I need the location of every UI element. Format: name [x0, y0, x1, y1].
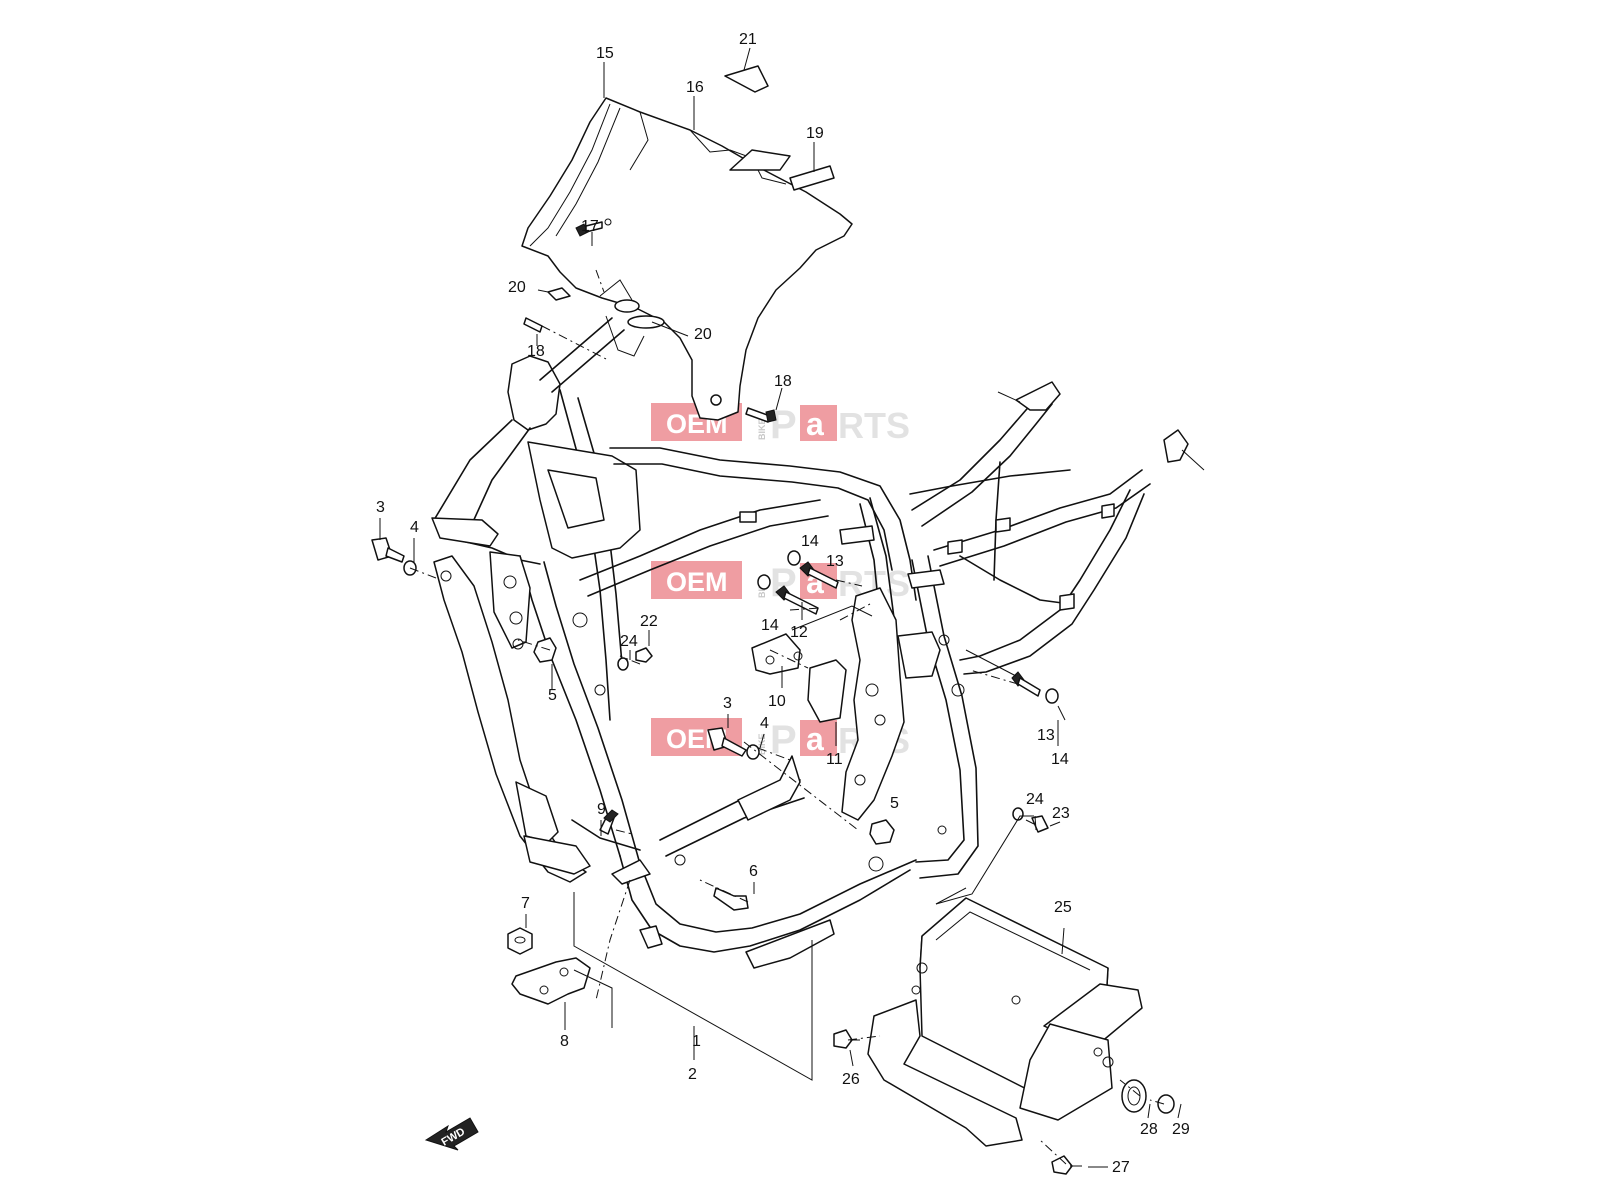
collar-29-part	[1157, 1094, 1175, 1114]
main-frame-part	[431, 317, 1205, 969]
callout-14: 14	[801, 533, 819, 550]
callout-27: 27	[1112, 1159, 1130, 1176]
screw-18-part	[523, 317, 777, 423]
callout-13-b: 13	[1037, 727, 1055, 744]
callout-25: 25	[1054, 899, 1072, 916]
nut-7-part	[507, 927, 533, 955]
callout-8: 8	[560, 1033, 569, 1050]
leader-lines	[379, 47, 1182, 1168]
callout-24: 24	[620, 633, 638, 650]
callout-26: 26	[842, 1071, 860, 1088]
callout-23: 23	[1052, 805, 1070, 822]
callout-3-b: 3	[723, 695, 732, 712]
strip-19-part	[789, 165, 835, 191]
callout-labels: 1 2 3 3 4 4 5 5 6 7 8 9 10 11 12 13 13 1…	[376, 31, 1190, 1176]
bolt-13-part	[799, 561, 1041, 697]
svg-text:BIKE: BIKE	[757, 418, 767, 440]
callout-11: 11	[826, 751, 843, 768]
svg-text:a: a	[806, 721, 824, 757]
svg-text:RTS: RTS	[838, 405, 910, 446]
callout-16: 16	[686, 79, 704, 96]
callout-3: 3	[376, 499, 385, 516]
callout-5: 5	[548, 687, 557, 704]
callout-20-b: 20	[694, 326, 712, 343]
bolt-6-part	[713, 887, 749, 911]
callout-10: 10	[768, 693, 786, 710]
callout-5-b: 5	[890, 795, 899, 812]
bolt-23-part	[1025, 815, 1049, 833]
cushion-20-part	[547, 287, 571, 301]
callout-13: 13	[826, 553, 844, 570]
callout-22: 22	[640, 613, 658, 630]
callout-15: 15	[596, 45, 614, 62]
washer-4-part	[403, 560, 760, 760]
callout-4: 4	[410, 519, 419, 536]
screw-17-part	[575, 218, 612, 237]
assembly-lines	[409, 269, 1165, 1165]
callout-29: 29	[1172, 1121, 1190, 1138]
callout-20: 20	[508, 279, 526, 296]
washer-24-part	[617, 657, 1024, 821]
bolt-3-part	[371, 537, 405, 563]
frame-cover-part	[521, 97, 853, 421]
callout-12: 12	[790, 624, 808, 641]
callout-6: 6	[749, 863, 758, 880]
bolt-22-part	[635, 647, 653, 663]
callout-19: 19	[806, 125, 824, 142]
callout-21: 21	[739, 31, 757, 48]
bracket-8-part	[511, 957, 591, 1005]
callout-18-b: 18	[774, 373, 792, 390]
battery-box-25-part	[867, 897, 1143, 1147]
watermark-1: OEM BIKE P a RTS	[651, 403, 910, 447]
callout-1: 1	[692, 1033, 701, 1050]
svg-text:OEM: OEM	[666, 567, 728, 597]
cushion-28-part	[1121, 1079, 1147, 1113]
svg-text:a: a	[806, 406, 824, 442]
callout-17: 17	[581, 218, 599, 235]
nut-5-part	[533, 637, 895, 845]
callout-18: 18	[527, 343, 545, 360]
svg-text:P: P	[770, 718, 797, 762]
callout-9: 9	[597, 801, 606, 818]
svg-text:BIKE: BIKE	[757, 733, 767, 755]
bolt-9-part	[599, 809, 619, 835]
callout-14-b: 14	[761, 617, 779, 634]
callout-7: 7	[521, 895, 530, 912]
grommet-14-part	[757, 550, 1059, 704]
bolt-27-part	[1051, 1155, 1082, 1175]
callout-24-b: 24	[1026, 791, 1044, 808]
fwd-arrow: FWD	[424, 1117, 479, 1151]
callout-28: 28	[1140, 1121, 1158, 1138]
callout-2: 2	[688, 1066, 697, 1083]
bolt-3b-part	[707, 727, 747, 757]
part-group-outlines	[573, 605, 1034, 1081]
callout-14-c: 14	[1051, 751, 1069, 768]
fwd-arrow-icon	[424, 1117, 479, 1151]
callout-4-b: 4	[760, 715, 769, 732]
emblem-21-part	[724, 65, 769, 93]
